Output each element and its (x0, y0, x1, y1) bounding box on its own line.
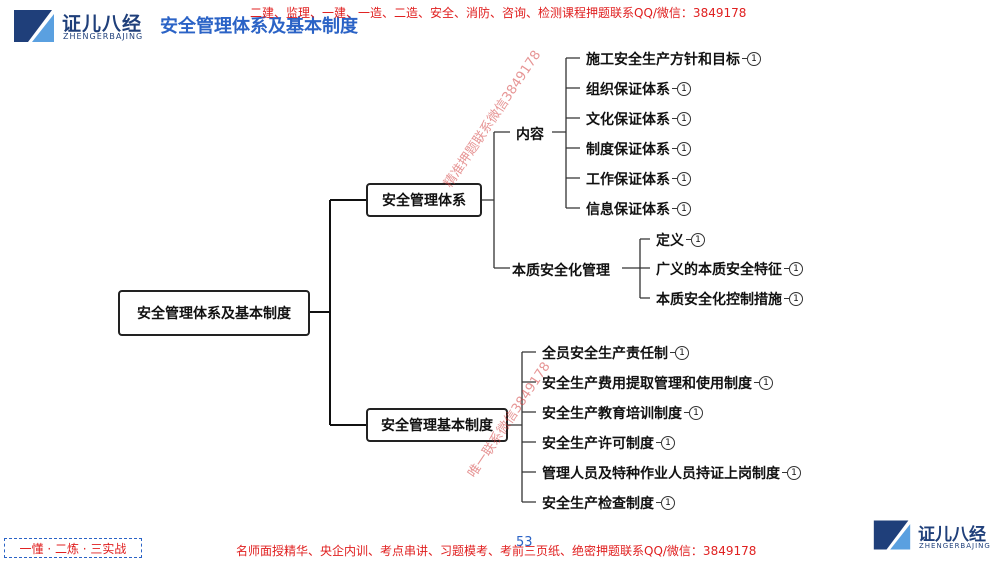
collapse-badge-icon[interactable]: 1 (670, 346, 689, 360)
logo-z-icon (14, 10, 54, 42)
bottom-contact-banner: 名师面授精华、央企内训、考点串讲、习题模考、考前三页纸、绝密押题联系QQ/微信：… (236, 544, 757, 558)
logo-z-icon (873, 520, 911, 550)
logo-text: 证儿八经 (62, 13, 143, 35)
collapse-badge-icon[interactable]: 1 (686, 233, 705, 247)
node-content: 内容 (516, 127, 544, 143)
collapse-badge-icon[interactable]: 1 (672, 172, 691, 186)
footer-logo-subtext: ZHENGERBAJING (919, 542, 991, 550)
footer-logo-text: 证儿八经 (918, 525, 986, 545)
page-title: 安全管理体系及基本制度 (160, 16, 358, 37)
collapse-badge-icon[interactable]: 1 (672, 112, 691, 126)
collapse-badge-icon[interactable]: 1 (672, 142, 691, 156)
collapse-badge-icon[interactable]: 1 (754, 376, 773, 390)
collapse-badge-icon[interactable]: 1 (782, 466, 801, 480)
collapse-badge-icon[interactable]: 1 (784, 292, 803, 306)
collapse-badge-icon[interactable]: 1 (672, 82, 691, 96)
top-contact-banner: 二建、监理、一建、一造、二造、安全、消防、咨询、检测课程押题联系QQ/微信：38… (250, 6, 747, 20)
collapse-badge-icon[interactable]: 1 (656, 496, 675, 510)
logo-subtext: ZHENGERBAJING (63, 32, 144, 41)
collapse-badge-icon[interactable]: 1 (672, 202, 691, 216)
node-safety-management-system: 安全管理体系 (366, 183, 482, 217)
collapse-badge-icon[interactable]: 1 (784, 262, 803, 276)
node-intrinsic-safety: 本质安全化管理 (512, 263, 610, 279)
node-safety-basic-rules: 安全管理基本制度 (366, 408, 508, 442)
collapse-badge-icon[interactable]: 1 (684, 406, 703, 420)
collapse-badge-icon[interactable]: 1 (742, 52, 761, 66)
slogan-box: 一懂 · 二炼 · 三实战 (4, 538, 142, 558)
root-node: 安全管理体系及基本制度 (118, 290, 310, 336)
page-number: 53 (516, 535, 533, 550)
collapse-badge-icon[interactable]: 1 (656, 436, 675, 450)
